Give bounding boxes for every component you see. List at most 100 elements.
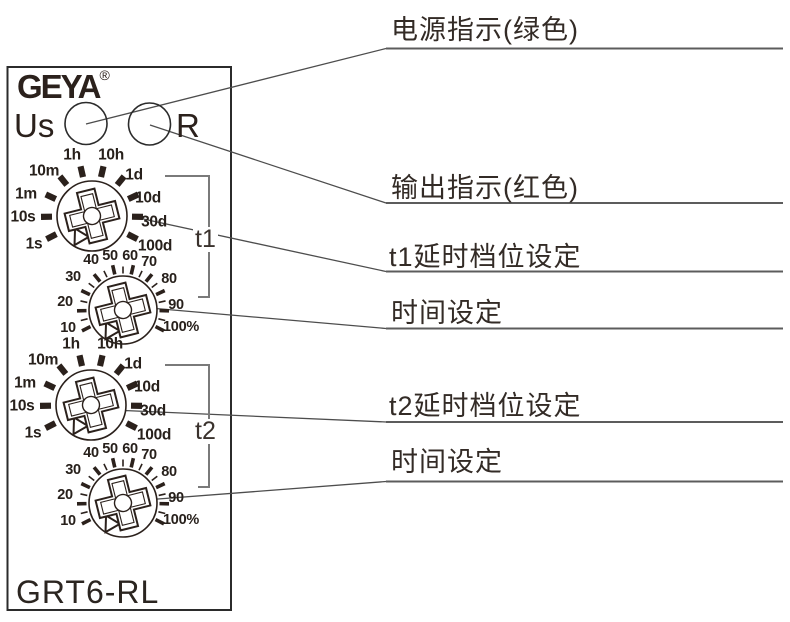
dial-scale-label: 10s: [11, 209, 36, 226]
dial-major-tick: [114, 174, 127, 187]
dial-minor-tick: [138, 463, 143, 471]
dial-scale-label: 90: [168, 490, 184, 506]
dial-major-tick: [154, 324, 165, 333]
knob-pointer-arrow-icon: [104, 513, 122, 534]
dial-major-tick: [126, 231, 139, 242]
dial-major-tick: [125, 380, 139, 391]
dial-major-tick: [129, 457, 136, 468]
dial-scale-label: 50: [102, 441, 118, 457]
dial-scale-label: 1m: [15, 186, 37, 203]
dial-scale-label: 70: [141, 447, 157, 463]
dial-knob: [94, 474, 152, 534]
dial-scale-label: 1d: [125, 167, 143, 184]
dial-minor-tick: [158, 300, 166, 304]
dial-major-tick: [44, 191, 58, 202]
dial-minor-tick: [138, 270, 143, 278]
leader-line-t2-range: [111, 409, 387, 423]
dial-scale-label: 40: [83, 252, 99, 268]
leader-line-output-indicator: [149, 124, 387, 204]
dial-knob: [62, 376, 120, 436]
t1-section-label: t1: [193, 225, 218, 253]
knob-center: [81, 395, 101, 415]
model-name: GRT6-RL: [16, 574, 160, 610]
annotation-t2-time-setting: 时间设定: [391, 447, 503, 477]
knob-pointer-arrow-icon: [104, 320, 122, 341]
dial-minor-tick: [88, 475, 95, 482]
dial-major-tick: [154, 517, 165, 526]
annotation-t2-range-setting: t2延时档位设定: [389, 391, 582, 421]
dial-major-tick: [92, 273, 102, 283]
dial-minor-tick: [151, 282, 158, 289]
dial-minor-tick: [158, 318, 166, 322]
dial-major-tick: [76, 354, 86, 367]
dial-scale-label: 100%: [163, 319, 199, 335]
leader-line-t1-time: [126, 305, 387, 330]
dial-scale-label: 30: [65, 462, 81, 478]
dial-minor-tick: [151, 475, 158, 482]
dial-scale-label: 30: [65, 269, 81, 285]
dial-scale-label: 40: [83, 445, 99, 461]
dial-scale-label: 1h: [62, 336, 80, 353]
dial-major-tick: [155, 288, 166, 297]
leader-line-t1-range: [133, 216, 387, 273]
power-indicator-label: Us: [14, 107, 55, 144]
knob-center: [113, 493, 133, 513]
knob-center: [113, 300, 133, 320]
dial-scale-label: 10: [60, 513, 76, 529]
dial-major-tick: [126, 191, 140, 202]
dial-scale-label: 10s: [10, 398, 35, 415]
dial-major-tick: [97, 165, 107, 178]
dial-minor-tick: [80, 300, 88, 304]
dial-scale-label: 20: [57, 487, 73, 503]
dial-minor-tick: [80, 511, 88, 515]
leader-line-t2-time: [118, 480, 387, 503]
dial-scale-label: 90: [168, 297, 184, 313]
dial-scale-label: 60: [122, 248, 138, 264]
dial-major-tick: [81, 517, 92, 526]
dial-major-tick: [81, 324, 92, 333]
dial-minor-tick: [80, 318, 88, 322]
power-indicator-led: [64, 101, 108, 146]
dial-scale-label: 1d: [124, 356, 142, 373]
dial-scale-label: 10h: [98, 147, 124, 164]
dial-scale-label: 10m: [29, 163, 59, 180]
dial-major-tick: [92, 466, 102, 476]
dial-major-tick: [113, 363, 126, 376]
dial-scale-label: 1s: [26, 236, 43, 253]
dial-scale-label: 1h: [63, 147, 81, 164]
dial-scale-label: 10m: [28, 352, 58, 369]
dial-major-tick: [44, 420, 57, 431]
dial-scale-label: 10d: [134, 379, 160, 396]
dial-major-tick: [45, 231, 58, 242]
dial-scale-label: 1m: [14, 375, 36, 392]
dial-knob: [94, 281, 152, 341]
brand-text: GEYA: [17, 68, 101, 105]
brand-logo: GEYA®: [17, 68, 110, 103]
dial-major-tick: [96, 354, 106, 367]
dial-scale-label: 1s: [25, 425, 42, 442]
knob-center: [82, 206, 102, 226]
dial-major-tick: [129, 264, 136, 275]
dial-scale-label: 100d: [138, 238, 172, 255]
dial-minor-tick: [88, 282, 95, 289]
dial-major-tick: [125, 420, 138, 431]
annotation-t1-range-setting: t1延时档位设定: [389, 242, 582, 272]
dial-scale-label: 20: [57, 294, 73, 310]
dial-minor-tick: [103, 270, 108, 278]
dial-major-tick: [144, 273, 154, 283]
dial-major-tick: [155, 481, 166, 490]
dial-scale-label: 10d: [135, 190, 161, 207]
dial-major-tick: [110, 457, 117, 468]
dial-scale-label: 10h: [97, 336, 123, 353]
registered-trademark-icon: ®: [99, 67, 110, 83]
dial-scale-label: 70: [141, 254, 157, 270]
dial-minor-tick: [158, 493, 166, 497]
